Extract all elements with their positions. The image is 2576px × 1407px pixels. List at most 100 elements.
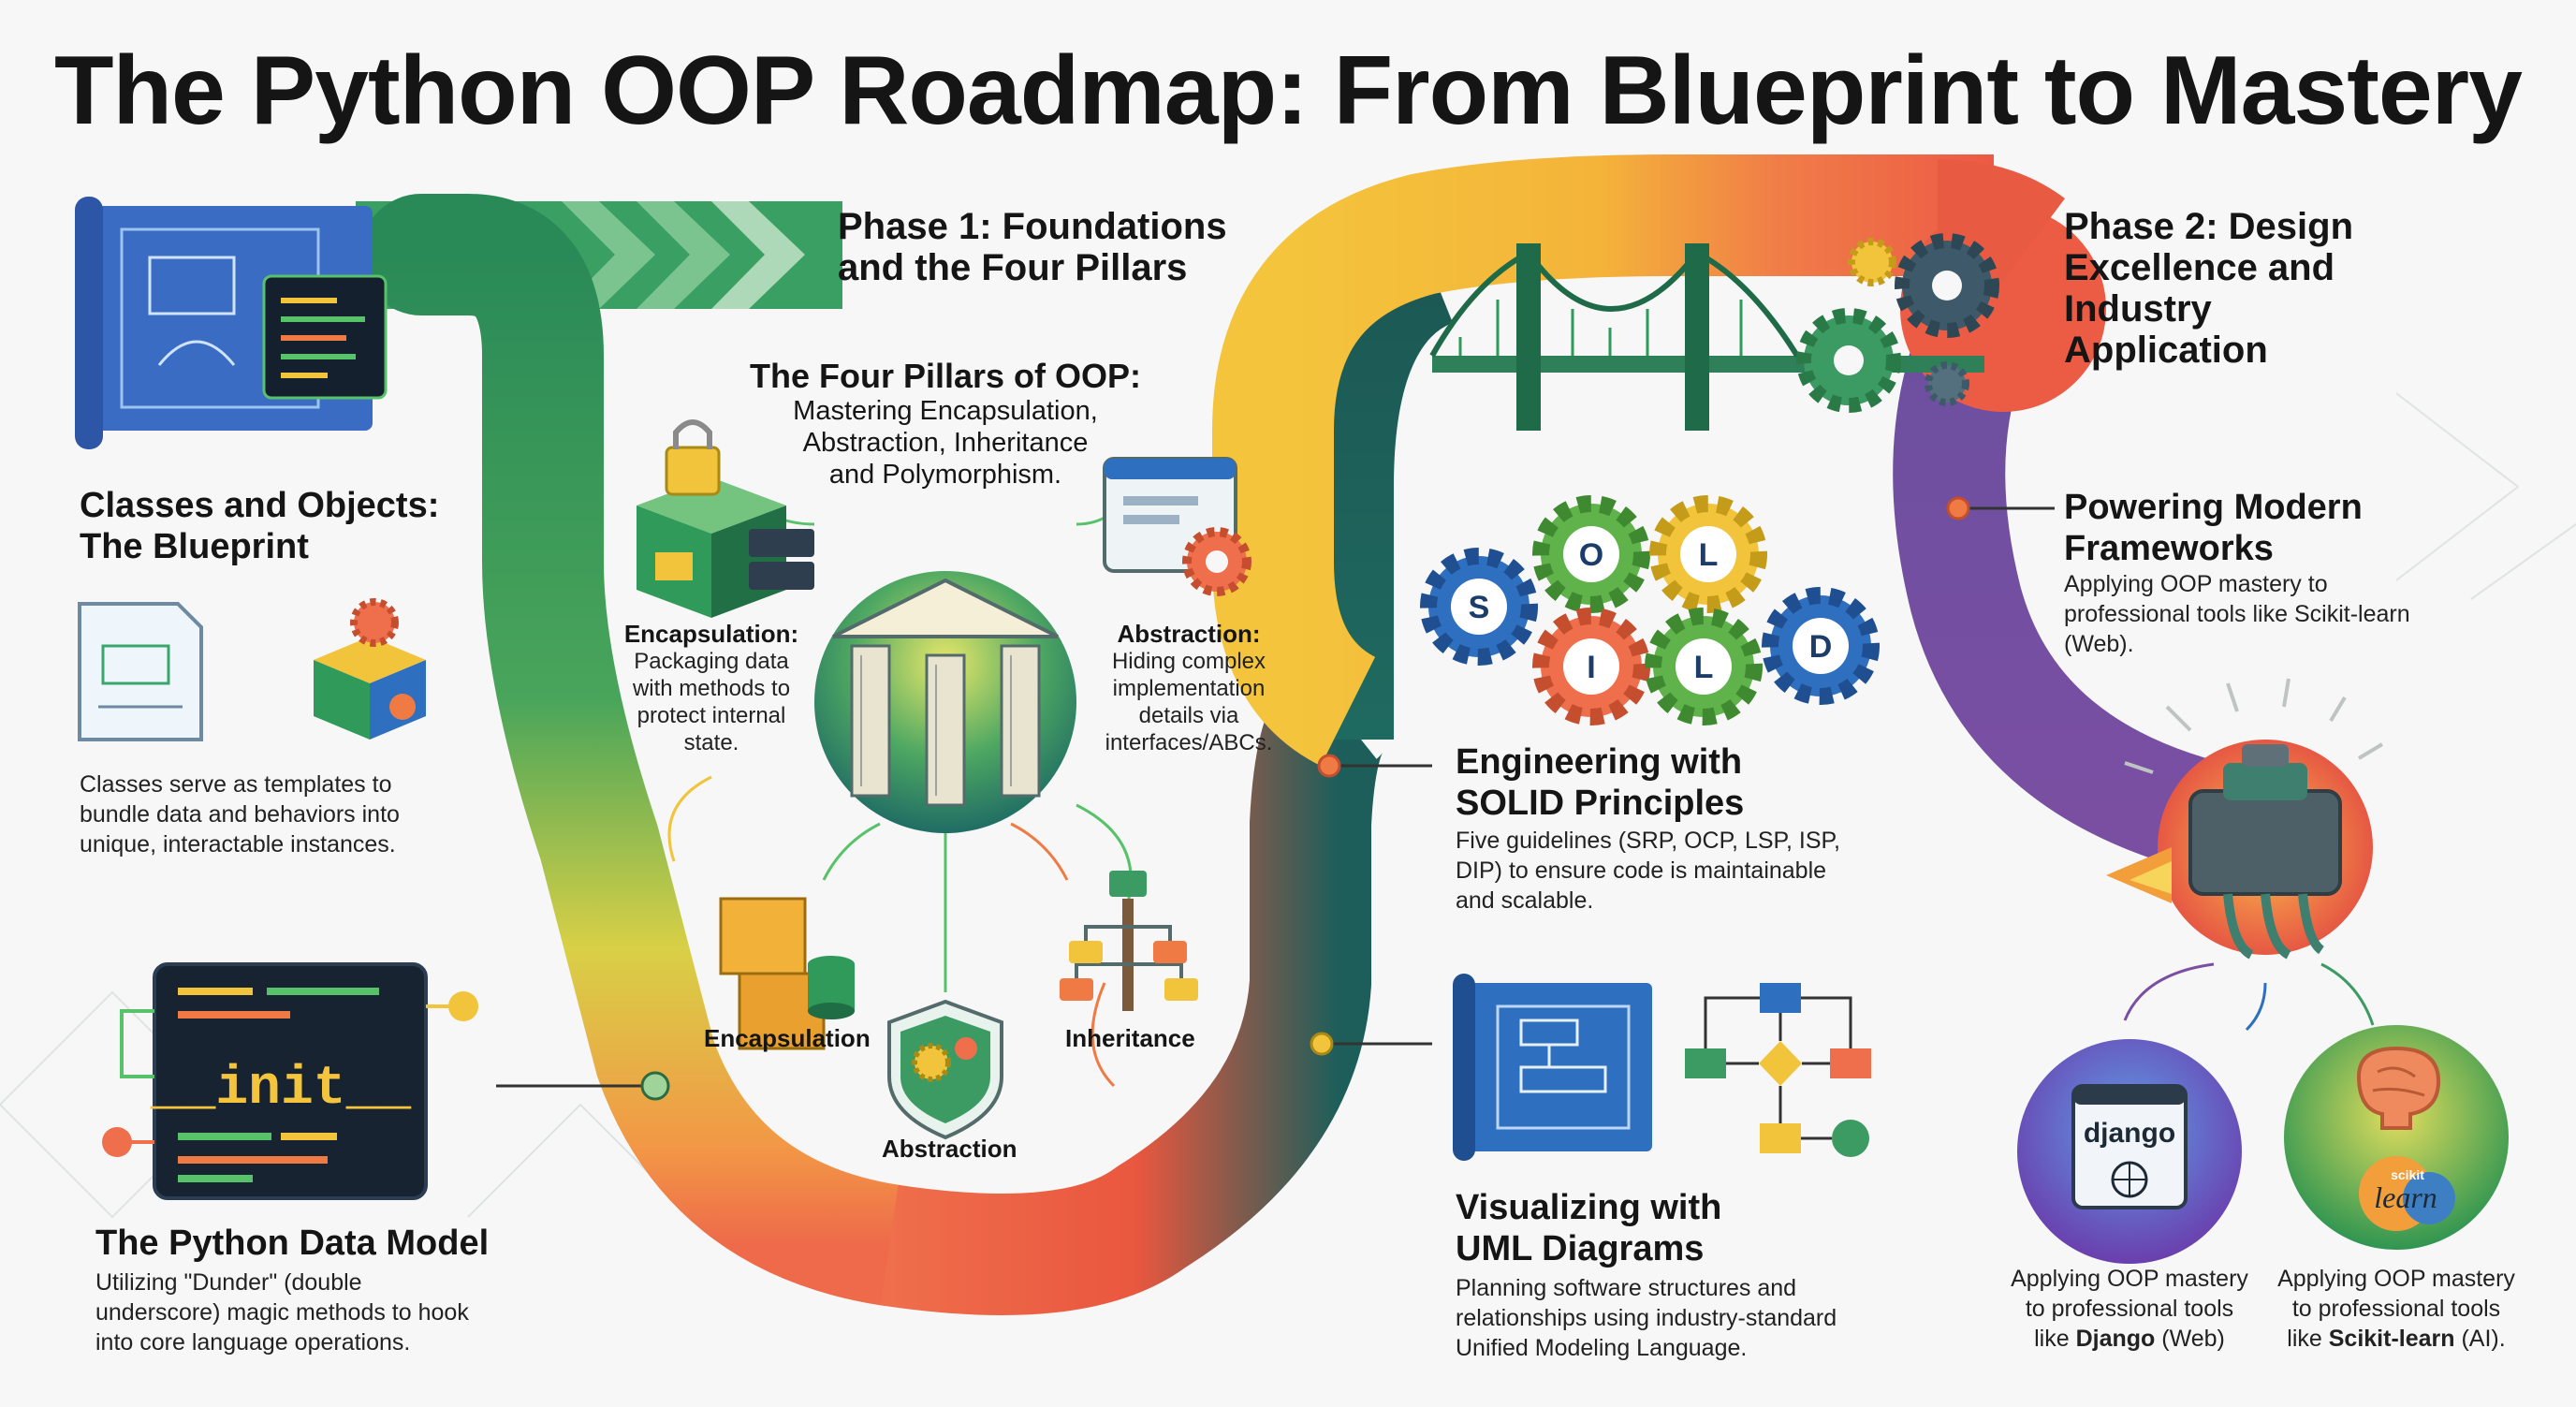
- phase2-heading-line4: Application: [2064, 330, 2268, 371]
- sklearn-caption-line1: Applying OOP mastery: [2277, 1266, 2515, 1292]
- phase1-heading-line2: and the Four Pillars: [838, 247, 1188, 288]
- encapsulation-line3: protect internal: [637, 703, 786, 728]
- solid-gears: S O L I L D: [1420, 495, 1880, 725]
- flowchart-icon: [1685, 983, 1871, 1157]
- pillar-label-abstraction: Abstraction: [882, 1135, 1017, 1163]
- phase2-heading: Phase 2: Design Excellence and Industry …: [2064, 206, 2353, 371]
- sklearn-logo-text: learn: [2374, 1180, 2437, 1214]
- solid-letter-d: D: [1809, 629, 1833, 665]
- classes-body-line3: unique, interactable instances.: [80, 831, 396, 857]
- solid-heading: Engineering with SOLID Principles: [1456, 741, 1744, 824]
- pillars-sub-line3: and Polymorphism.: [828, 460, 1062, 490]
- code-window-icon: [102, 962, 478, 1200]
- django-caption-prefix: like: [2034, 1326, 2076, 1352]
- solid-letter-l2: L: [1694, 650, 1714, 685]
- uml-body: Planning software structures and relatio…: [1456, 1273, 1837, 1363]
- phase2-heading-line3: Industry: [2064, 288, 2212, 330]
- sklearn-caption: Applying OOP mastery to professional too…: [2256, 1264, 2537, 1354]
- uml-heading-line2: UML Diagrams: [1456, 1229, 1705, 1268]
- document-icon: [78, 602, 203, 741]
- phase1-heading-line1: Phase 1: Foundations: [838, 206, 1227, 247]
- solid-heading-line2: SOLID Principles: [1456, 784, 1745, 823]
- frameworks-heading-line2: Frameworks: [2064, 529, 2274, 568]
- django-icon: django: [2017, 1039, 2242, 1264]
- pillars-icon: [814, 571, 1076, 833]
- pillars-heading: The Four Pillars of OOP:: [749, 357, 1142, 395]
- sklearn-logo-small: scikit: [2391, 1167, 2424, 1182]
- pillar-label-encapsulation: Encapsulation: [704, 1024, 871, 1052]
- django-caption-line1: Applying OOP mastery: [2011, 1266, 2248, 1292]
- solid-body-line3: and scalable.: [1456, 887, 1594, 914]
- frameworks-body: Applying OOP mastery to professional too…: [2064, 569, 2410, 659]
- pillars-intro: The Four Pillars of OOP: Mastering Encap…: [711, 358, 1179, 491]
- blueprint-icon: [75, 197, 388, 449]
- solid-letter-o: O: [1579, 537, 1603, 573]
- uml-heading-line1: Visualizing with: [1456, 1188, 1722, 1227]
- sklearn-caption-line3: like Scikit-learn (AI).: [2256, 1324, 2537, 1354]
- encapsulation-line2: with methods to: [632, 676, 791, 701]
- solid-body: Five guidelines (SRP, OCP, LSP, ISP, DIP…: [1456, 826, 1840, 916]
- uml-blueprint-icon: [1453, 974, 1652, 1161]
- shield-icon: [887, 999, 1003, 1140]
- django-caption-line2: to professional tools: [2025, 1296, 2234, 1322]
- engine-arrows: [2123, 962, 2375, 1032]
- uml-body-line2: relationships using industry-standard: [1456, 1305, 1837, 1331]
- sklearn-caption-bold: Scikit-learn: [2328, 1326, 2455, 1352]
- django-caption: Applying OOP mastery to professional too…: [1989, 1264, 2270, 1354]
- django-logo-text: django: [2084, 1118, 2175, 1149]
- pillar-label-inheritance: Inheritance: [1065, 1024, 1195, 1052]
- pillars-sub-line2: Abstraction, Inheritance: [802, 428, 1089, 458]
- frameworks-body-line2: professional tools like Scikit-learn: [2064, 601, 2410, 627]
- solid-body-line1: Five guidelines (SRP, OCP, LSP, ISP,: [1456, 828, 1840, 854]
- lock-box-icon: [637, 419, 814, 618]
- data-model-body-line3: into core language operations.: [95, 1329, 411, 1356]
- frameworks-heading: Powering Modern Frameworks: [2064, 487, 2363, 569]
- encapsulation-line4: state.: [683, 730, 739, 755]
- uml-body-line1: Planning software structures and: [1456, 1275, 1797, 1301]
- classes-heading-line2: The Blueprint: [80, 527, 309, 566]
- sklearn-caption-line2: to professional tools: [2291, 1296, 2501, 1322]
- solid-letter-s: S: [1469, 590, 1490, 625]
- scikit-learn-icon: scikit learn: [2284, 1025, 2509, 1250]
- data-model-body: Utilizing "Dunder" (double underscore) m…: [95, 1268, 469, 1357]
- hierarchy-tree-icon: [1060, 871, 1198, 1011]
- encapsulation-note: Encapsulation: Packaging data with metho…: [599, 620, 824, 756]
- abstraction-line1: Hiding complex: [1111, 649, 1266, 674]
- phase2-heading-line1: Phase 2: Design: [2064, 206, 2354, 247]
- init-code-text: __init__: [150, 1059, 412, 1120]
- sklearn-caption-suffix: (AI).: [2454, 1326, 2506, 1352]
- classes-body: Classes serve as templates to bundle dat…: [80, 769, 400, 859]
- boxes-icon: [719, 897, 855, 1050]
- pillars-sub-line1: Mastering Encapsulation,: [793, 396, 1098, 426]
- data-model-body-line2: underscore) magic methods to hook: [95, 1299, 469, 1326]
- uml-body-line3: Unified Modeling Language.: [1456, 1335, 1748, 1361]
- frameworks-body-line3: (Web).: [2064, 631, 2134, 657]
- data-model-heading: The Python Data Model: [95, 1224, 490, 1263]
- solid-heading-line1: Engineering with: [1456, 742, 1743, 782]
- solid-letter-l1: L: [1699, 537, 1719, 573]
- data-model-body-line1: Utilizing "Dunder" (double: [95, 1269, 362, 1296]
- abstraction-heading: Abstraction:: [1117, 620, 1261, 648]
- abstraction-line3: details via: [1138, 703, 1239, 728]
- gear-cube-icon: [314, 598, 426, 740]
- classes-heading: Classes and Objects: The Blueprint: [80, 485, 439, 567]
- frameworks-heading-line1: Powering Modern: [2064, 488, 2363, 527]
- gears-cluster-icon: [1796, 233, 1999, 413]
- django-caption-bold: Django: [2075, 1326, 2156, 1352]
- solid-letter-i: I: [1587, 650, 1595, 685]
- abstraction-line2: implementation: [1112, 676, 1266, 701]
- engine-icon: [2106, 678, 2384, 960]
- solid-body-line2: DIP) to ensure code is maintainable: [1456, 857, 1827, 884]
- roadmap-road: [356, 154, 2249, 1315]
- django-caption-suffix: (Web): [2155, 1326, 2225, 1352]
- abstraction-note: Abstraction: Hiding complex implementati…: [1076, 620, 1301, 756]
- abstraction-line4: interfaces/ABCs.: [1105, 730, 1273, 755]
- phase1-heading: Phase 1: Foundations and the Four Pillar…: [838, 206, 1227, 288]
- django-caption-line3: like Django (Web): [1989, 1324, 2270, 1354]
- classes-heading-line1: Classes and Objects:: [80, 486, 440, 525]
- uml-heading: Visualizing with UML Diagrams: [1456, 1187, 1721, 1269]
- page-title: The Python OOP Roadmap: From Blueprint t…: [53, 37, 2523, 145]
- frameworks-body-line1: Applying OOP mastery to: [2064, 571, 2328, 597]
- window-gear-icon: [1103, 457, 1251, 596]
